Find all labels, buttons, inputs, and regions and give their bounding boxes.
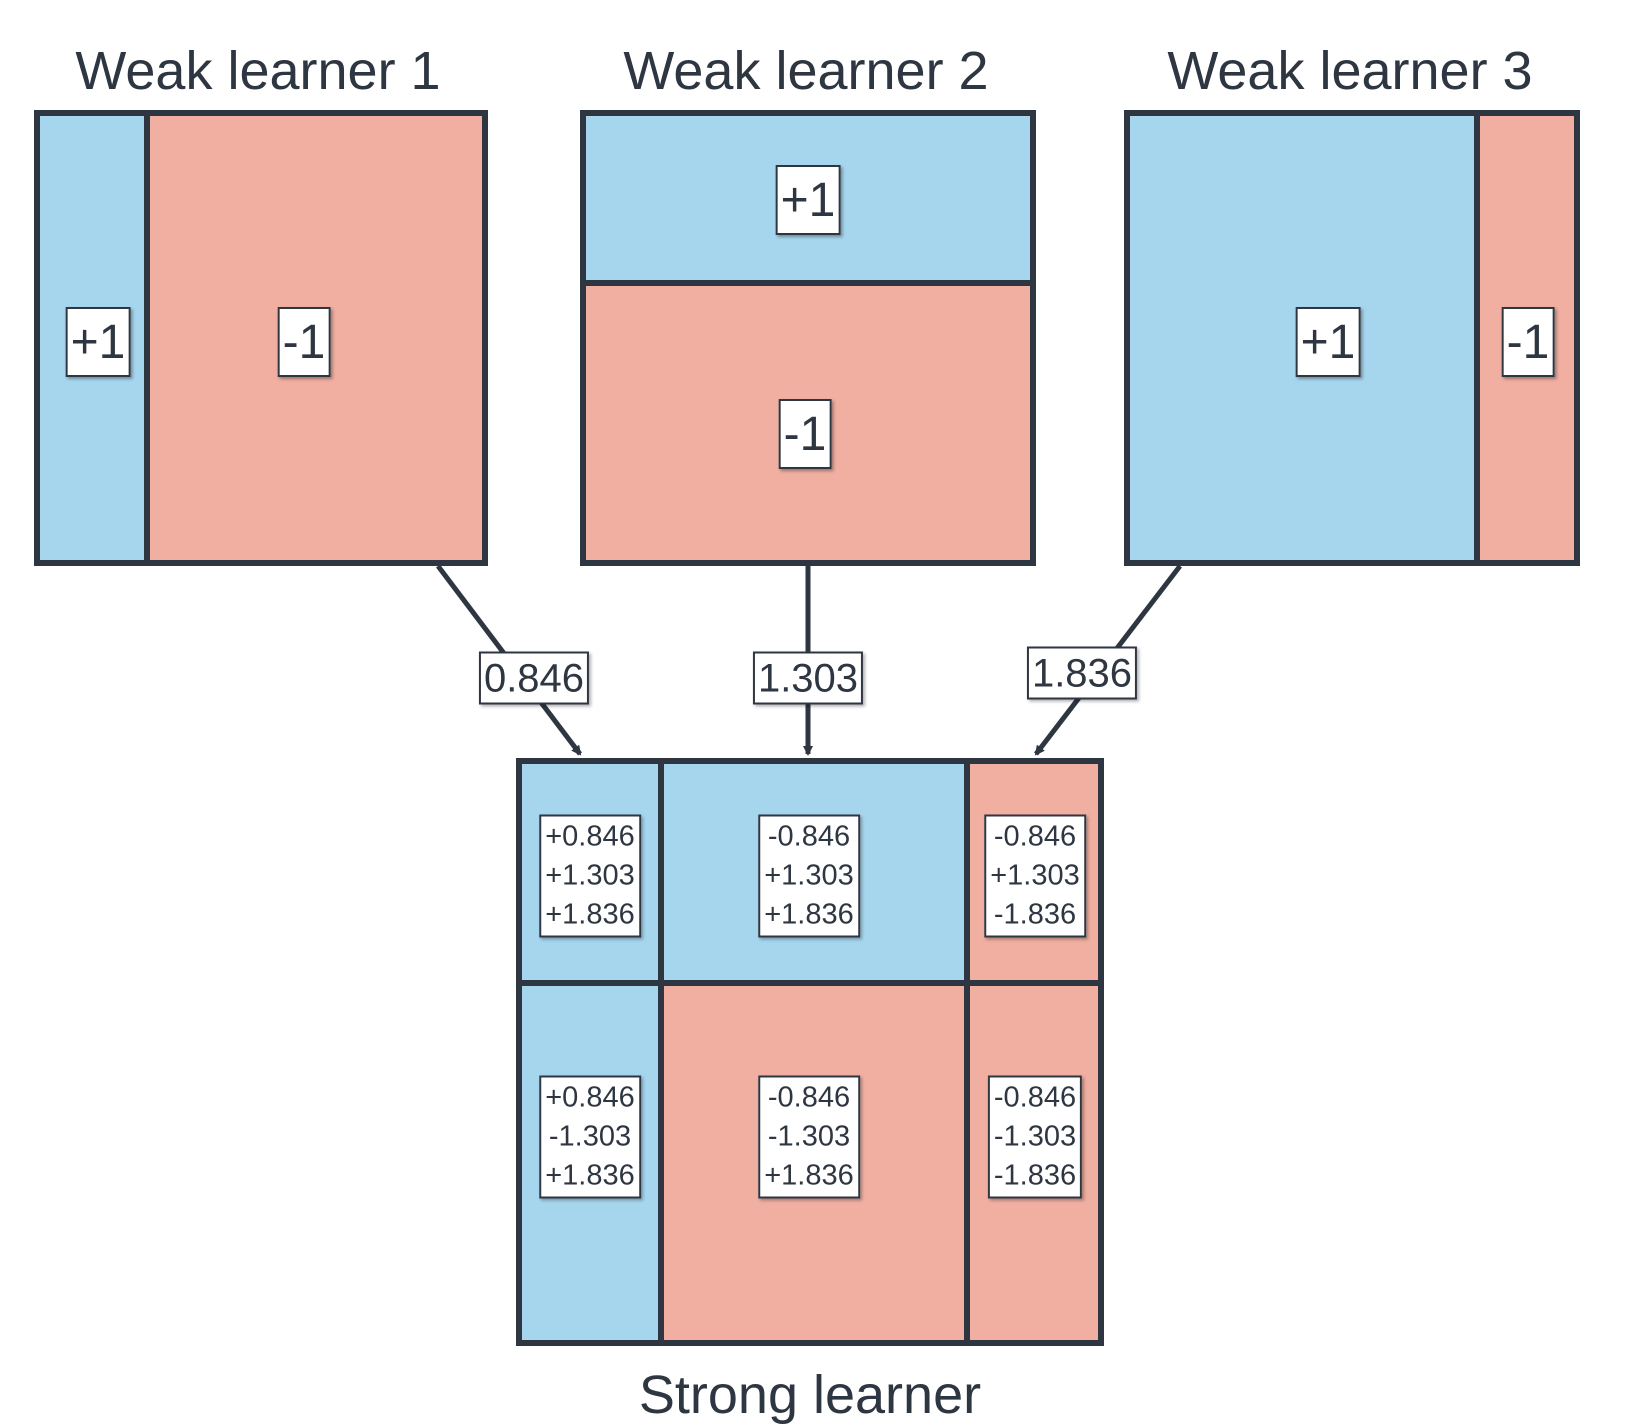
sum-line: +1.303	[990, 859, 1080, 892]
weight-label-1: 0.846	[478, 651, 590, 705]
strong-sum-r2c2: -0.846 -1.303 +1.836	[758, 1075, 860, 1199]
wl3-positive-label: +1	[1295, 307, 1361, 377]
strong-vline-1	[658, 764, 664, 1340]
strong-sum-r1c3: -0.846 +1.303 -1.836	[984, 814, 1086, 938]
sum-line: -1.836	[993, 898, 1077, 931]
sum-line: +1.303	[764, 859, 854, 892]
sum-line: -1.303	[767, 1120, 851, 1153]
weak-learner-3-panel: +1 -1	[1124, 110, 1580, 566]
strong-learner-title: Strong learner	[638, 1365, 982, 1425]
wl3-negative-label: -1	[1501, 307, 1555, 377]
weak-learner-1-title: Weak learner 1	[75, 41, 441, 101]
sum-line: +0.846	[545, 820, 635, 853]
weight-label-3: 1.836	[1026, 646, 1138, 700]
weak-learner-1-panel: +1 -1	[34, 110, 488, 566]
strong-sum-r1c1: +0.846 +1.303 +1.836	[539, 814, 641, 938]
strong-vline-2	[964, 764, 970, 1340]
strong-sum-r1c2: -0.846 +1.303 +1.836	[758, 814, 860, 938]
strong-sum-r2c3: -0.846 -1.303 -1.836	[987, 1075, 1083, 1199]
sum-line: -0.846	[767, 820, 851, 853]
sum-line: -0.846	[993, 820, 1077, 853]
weight-label-2: 1.303	[752, 651, 864, 705]
strong-hline	[522, 980, 1098, 986]
sum-line: +0.846	[545, 1081, 635, 1114]
wl1-negative-label: -1	[277, 307, 331, 377]
wl3-split-line	[1474, 116, 1480, 560]
weak-learner-2-title: Weak learner 2	[623, 41, 989, 101]
weak-learner-2-panel: +1 -1	[580, 110, 1036, 566]
wl1-split-line	[144, 116, 150, 560]
sum-line: -0.846	[993, 1081, 1077, 1114]
weak-learner-3-title: Weak learner 3	[1167, 41, 1533, 101]
wl2-positive-label: +1	[775, 165, 841, 235]
wl1-positive-label: +1	[65, 307, 131, 377]
sum-line: -1.303	[993, 1120, 1077, 1153]
sum-line: +1.836	[545, 898, 635, 931]
sum-line: +1.836	[545, 1159, 635, 1192]
sum-line: +1.303	[545, 859, 635, 892]
sum-line: -1.303	[548, 1120, 632, 1153]
strong-learner-panel: +0.846 +1.303 +1.836 -0.846 +1.303 +1.83…	[516, 758, 1104, 1346]
wl2-negative-label: -1	[778, 399, 832, 469]
sum-line: -1.836	[993, 1159, 1077, 1192]
sum-line: +1.836	[764, 898, 854, 931]
sum-line: +1.836	[764, 1159, 854, 1192]
strong-sum-r2c1: +0.846 -1.303 +1.836	[539, 1075, 641, 1199]
wl2-split-line	[586, 280, 1030, 286]
sum-line: -0.846	[767, 1081, 851, 1114]
